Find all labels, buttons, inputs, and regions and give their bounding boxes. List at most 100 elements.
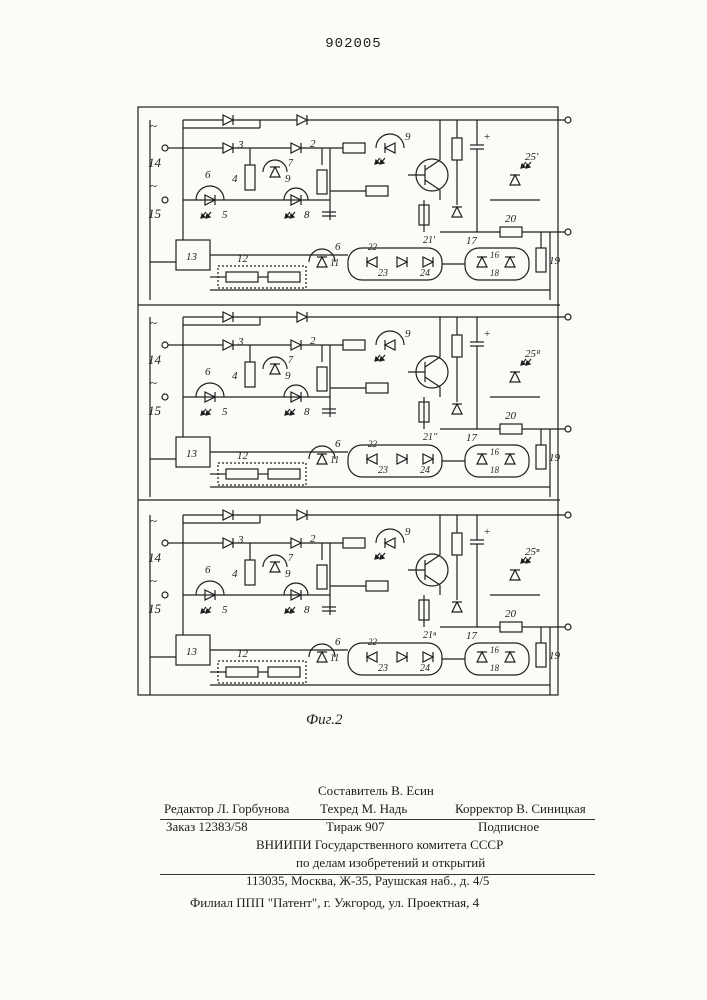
schematic-frame <box>138 107 558 695</box>
terminal <box>162 342 168 348</box>
label-23: 23 <box>378 465 388 476</box>
label-24: 24 <box>420 465 430 476</box>
diode-2 <box>291 538 301 548</box>
terminal-out <box>565 229 571 235</box>
order-line: Заказ 12383/58 <box>166 818 248 836</box>
resistor <box>343 340 365 350</box>
label-25: 25' <box>525 151 539 163</box>
phototransistor-diode <box>385 143 395 153</box>
resistor-small <box>317 170 327 194</box>
label-4: 4 <box>232 173 238 185</box>
led-22 <box>367 652 377 662</box>
label-23: 23 <box>378 268 388 279</box>
tilde-label: ~ <box>150 178 157 193</box>
label-6b: 6 <box>335 438 341 450</box>
label-13: 13 <box>186 646 198 658</box>
label-6b: 6 <box>335 636 341 648</box>
label-7: 7 <box>288 355 294 366</box>
led-25 <box>510 570 520 580</box>
terminal <box>162 197 168 203</box>
phototransistor-diode <box>385 538 395 548</box>
label-19: 19 <box>549 255 561 267</box>
label-7: 7 <box>288 553 294 564</box>
label-18: 18 <box>490 465 500 475</box>
label-16: 16 <box>490 645 500 655</box>
resistor <box>343 143 365 153</box>
terminal <box>162 540 168 546</box>
wire <box>425 377 440 387</box>
label-17: 17 <box>466 630 478 642</box>
led-17 <box>477 652 487 662</box>
label-8: 8 <box>304 209 310 221</box>
label-9: 9 <box>405 131 411 143</box>
label-25: 25ᴿ <box>525 348 541 360</box>
label-2: 2 <box>310 138 316 150</box>
photo-7 <box>270 562 280 572</box>
zener <box>452 404 462 414</box>
label-16: 16 <box>490 250 500 260</box>
resistor-4 <box>245 560 255 585</box>
resistor-20 <box>500 227 522 237</box>
resistor-12a <box>226 667 258 677</box>
label-22: 22 <box>368 637 378 647</box>
label-19: 19 <box>549 452 561 464</box>
label-21: 21ⁿ <box>423 630 437 641</box>
terminal <box>162 145 168 151</box>
label-8: 8 <box>304 604 310 616</box>
terminal-out <box>565 314 571 320</box>
led-18 <box>505 652 515 662</box>
led-23 <box>397 652 407 662</box>
led-24 <box>423 257 433 267</box>
resistor <box>366 186 388 196</box>
subscription-line: Подписное <box>478 818 539 836</box>
opto-11 <box>317 652 327 662</box>
resistor-12a <box>226 469 258 479</box>
label-6b: 6 <box>335 241 341 253</box>
terminal <box>162 592 168 598</box>
resistor <box>452 335 462 357</box>
terminal-out <box>565 512 571 518</box>
stage-2: ~14~15324657989+25ᴿ2019131211622232421''… <box>148 312 571 497</box>
resistor-20 <box>500 622 522 632</box>
resistor-20 <box>500 424 522 434</box>
label-21: 21' <box>423 235 436 246</box>
label-11: 11 <box>330 258 339 269</box>
figure-caption: Фиг.2 <box>306 712 342 729</box>
resistor <box>366 581 388 591</box>
led-25 <box>510 372 520 382</box>
imprint-rule-top <box>160 819 595 820</box>
photo-7 <box>270 364 280 374</box>
label-25: 25ⁿ <box>525 546 540 558</box>
label-5: 5 <box>222 209 228 221</box>
tilde-label: ~ <box>150 375 157 390</box>
tilde-label: ~ <box>150 513 157 528</box>
resistor-small <box>317 367 327 391</box>
label-11: 11 <box>330 653 339 664</box>
label-6: 6 <box>205 564 211 576</box>
label-3: 3 <box>237 336 244 348</box>
corrector-line: Корректор В. Синицкая <box>455 800 586 818</box>
label-4: 4 <box>232 568 238 580</box>
tilde-label: ~ <box>150 573 157 588</box>
wire <box>425 357 440 367</box>
label-5: 5 <box>222 406 228 418</box>
diode-3 <box>223 340 233 350</box>
label-20: 20 <box>505 410 517 422</box>
diode-top-2 <box>297 510 307 520</box>
led-17 <box>477 454 487 464</box>
plus-label: + <box>484 526 490 538</box>
compiler-line: Составитель В. Есин <box>318 782 434 800</box>
diode-2 <box>291 143 301 153</box>
opto-11 <box>317 454 327 464</box>
label-7: 7 <box>288 158 294 169</box>
label-6: 6 <box>205 366 211 378</box>
label-2: 2 <box>310 335 316 347</box>
resistor-12b <box>268 272 300 282</box>
terminal <box>162 394 168 400</box>
label-16: 16 <box>490 447 500 457</box>
resistor-19 <box>536 248 546 272</box>
resistor-12b <box>268 667 300 677</box>
label-22: 22 <box>368 242 378 252</box>
plus-label: + <box>484 131 490 143</box>
